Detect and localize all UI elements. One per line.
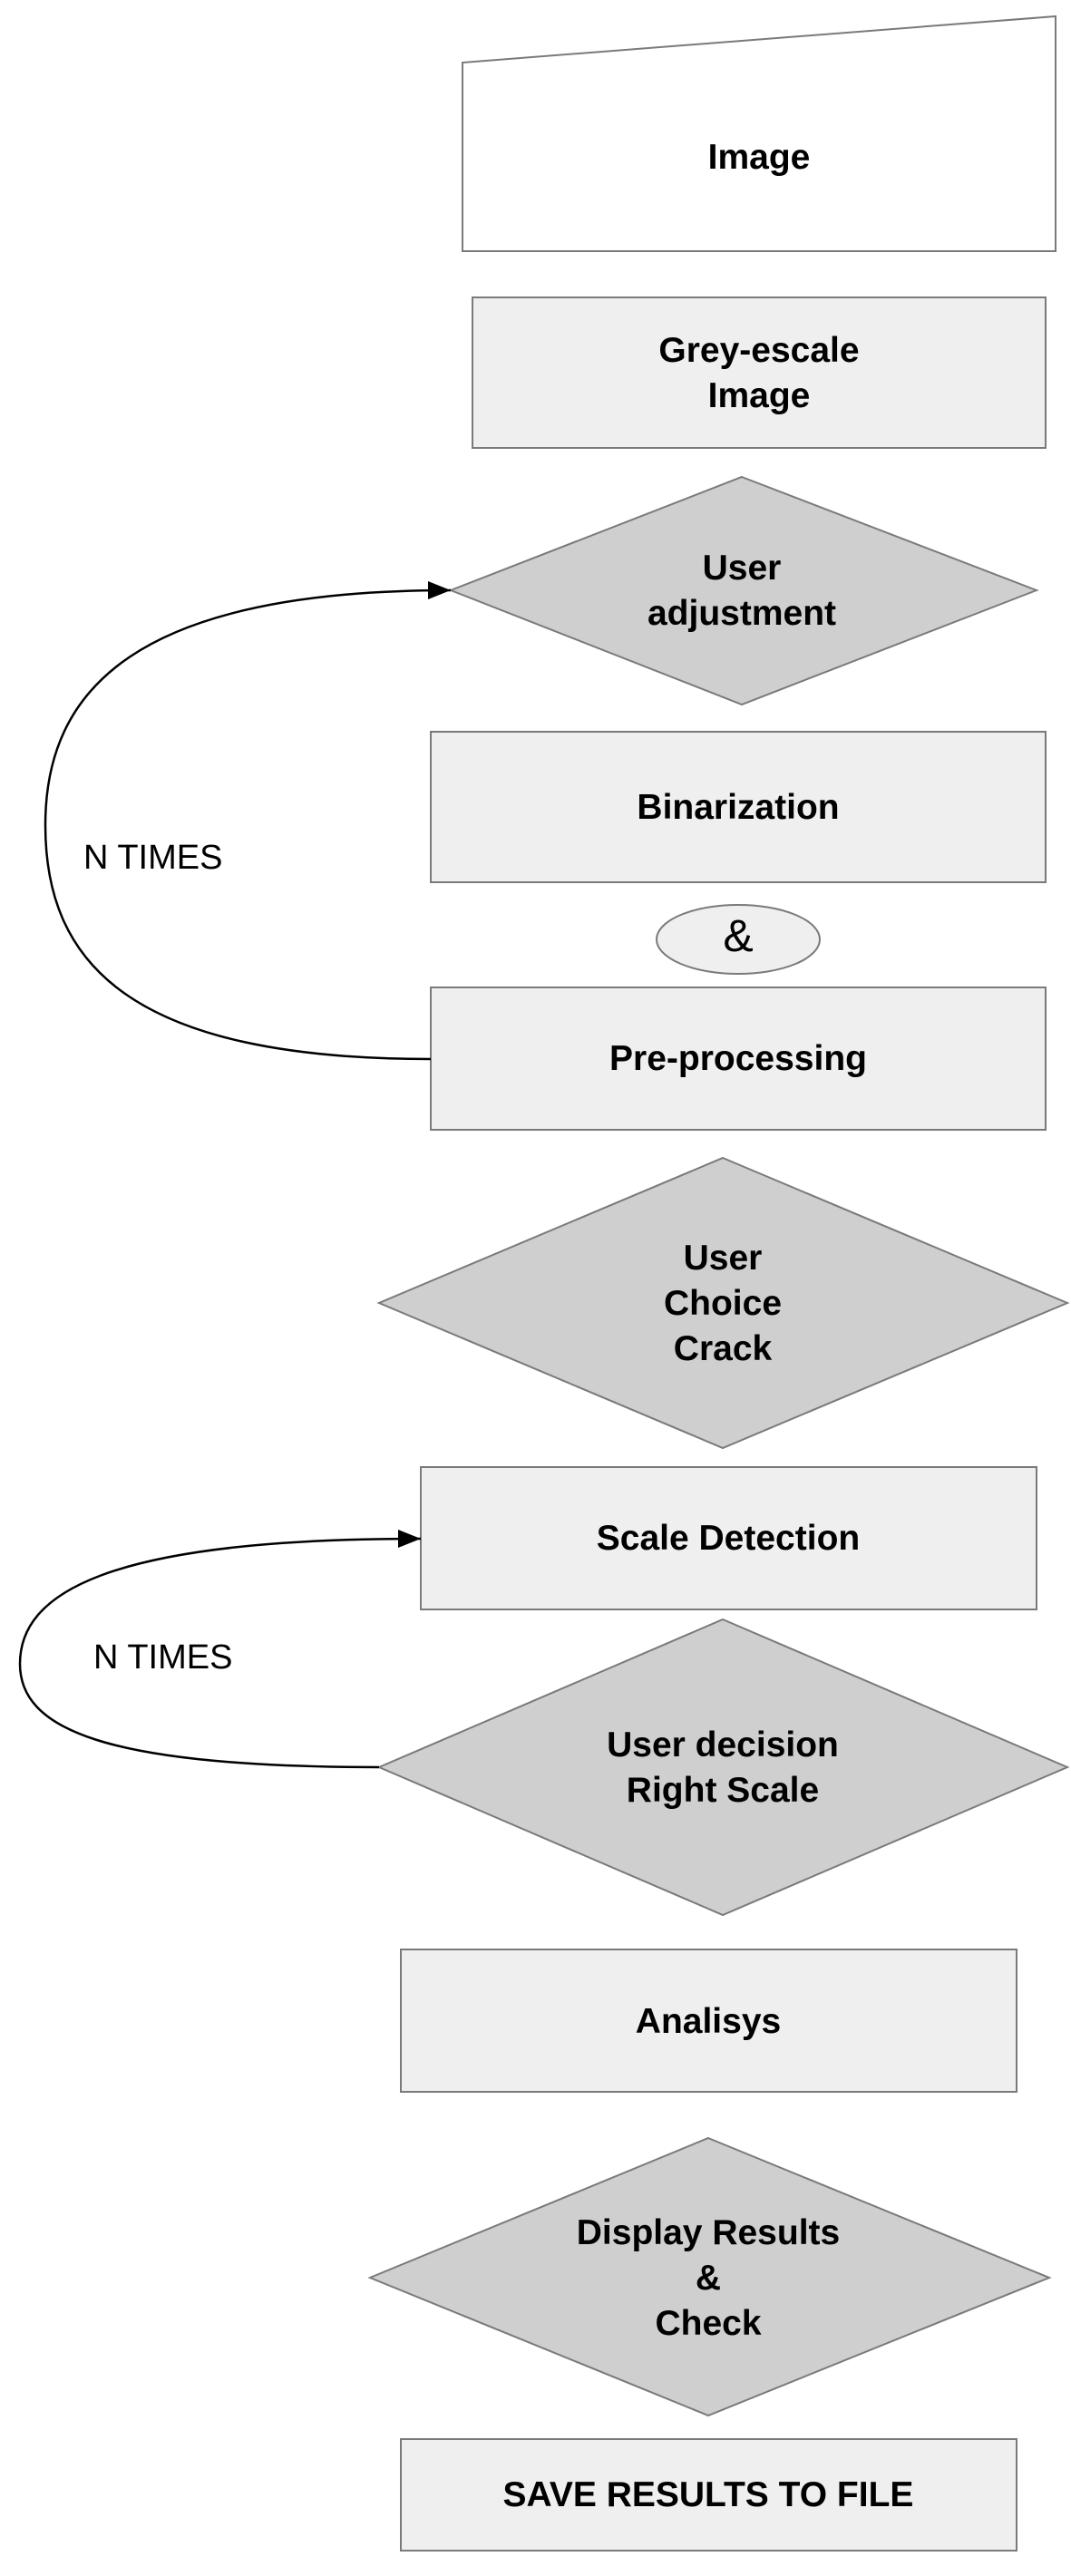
loop-1-label: N TIMES xyxy=(83,839,222,877)
node-label-line: User decision xyxy=(607,1725,839,1764)
node-label-line: User xyxy=(703,549,782,588)
node-label-line: & xyxy=(723,910,753,961)
greyscale-image-box xyxy=(472,296,1047,449)
scale-detection-node: Scale Detection xyxy=(420,1466,1037,1610)
binarization-node: Binarization xyxy=(430,731,1047,883)
node-label-line: Scale Detection xyxy=(597,1519,860,1558)
user-adjustment-diamond xyxy=(448,475,1039,706)
node-label-line: User xyxy=(684,1239,763,1278)
node-label-line: Image xyxy=(708,138,811,177)
analisys-node: Analisys xyxy=(400,1949,1017,2093)
node-label-line: Image xyxy=(708,376,811,415)
preprocessing-node: Pre-processing xyxy=(430,987,1047,1131)
analisys-label: Analisys xyxy=(636,2002,781,2041)
display-results-check-diamond xyxy=(367,2136,1052,2417)
loop-2-arrow xyxy=(18,1530,422,1769)
preprocessing-label: Pre-processing xyxy=(609,1039,867,1078)
user-decision-right-scale-diamond xyxy=(376,1618,1070,1917)
image-shape xyxy=(462,15,1056,252)
node-label-line: & xyxy=(696,2259,721,2298)
display-results-check-node: Display Results & Check xyxy=(367,2136,1052,2417)
node-label-line: Right Scale xyxy=(627,1771,819,1810)
display-results-check-label: Display Results & Check xyxy=(577,2213,840,2343)
preprocessing-box xyxy=(430,987,1047,1131)
node-label-line: Display Results xyxy=(577,2213,840,2252)
binarization-box xyxy=(430,731,1047,883)
node-label-line: Check xyxy=(655,2304,761,2343)
analisys-box xyxy=(400,1949,1017,2093)
loop-1: N TIMES xyxy=(44,581,452,1061)
image-label: Image xyxy=(708,138,811,177)
node-label-line: Pre-processing xyxy=(609,1039,867,1078)
scale-detection-label: Scale Detection xyxy=(597,1519,860,1558)
node-label-line: Crack xyxy=(674,1329,773,1368)
node-label-line: adjustment xyxy=(647,594,836,633)
save-results-box xyxy=(400,2438,1017,2552)
ampersand-ellipse xyxy=(656,904,821,975)
node-label-line: SAVE RESULTS TO FILE xyxy=(503,2475,914,2514)
ampersand-node: & xyxy=(656,904,821,975)
node-label-line: Grey-escale xyxy=(658,331,859,370)
loop-1-arrow xyxy=(44,581,452,1061)
node-label-line: Binarization xyxy=(637,788,839,827)
binarization-label: Binarization xyxy=(637,788,839,827)
save-results-node: SAVE RESULTS TO FILE xyxy=(400,2438,1017,2552)
user-choice-crack-diamond xyxy=(376,1156,1070,1450)
node-label-line: Analisys xyxy=(636,2002,781,2041)
save-results-label: SAVE RESULTS TO FILE xyxy=(503,2475,914,2514)
loop-2-label: N TIMES xyxy=(93,1638,232,1677)
image-node: Image xyxy=(462,15,1056,252)
user-adjustment-label: User adjustment xyxy=(647,549,836,633)
loop-2: N TIMES xyxy=(18,1530,422,1769)
user-adjustment-node: User adjustment xyxy=(448,475,1039,706)
node-label-line: Choice xyxy=(664,1284,782,1323)
ampersand-label: & xyxy=(723,910,753,961)
